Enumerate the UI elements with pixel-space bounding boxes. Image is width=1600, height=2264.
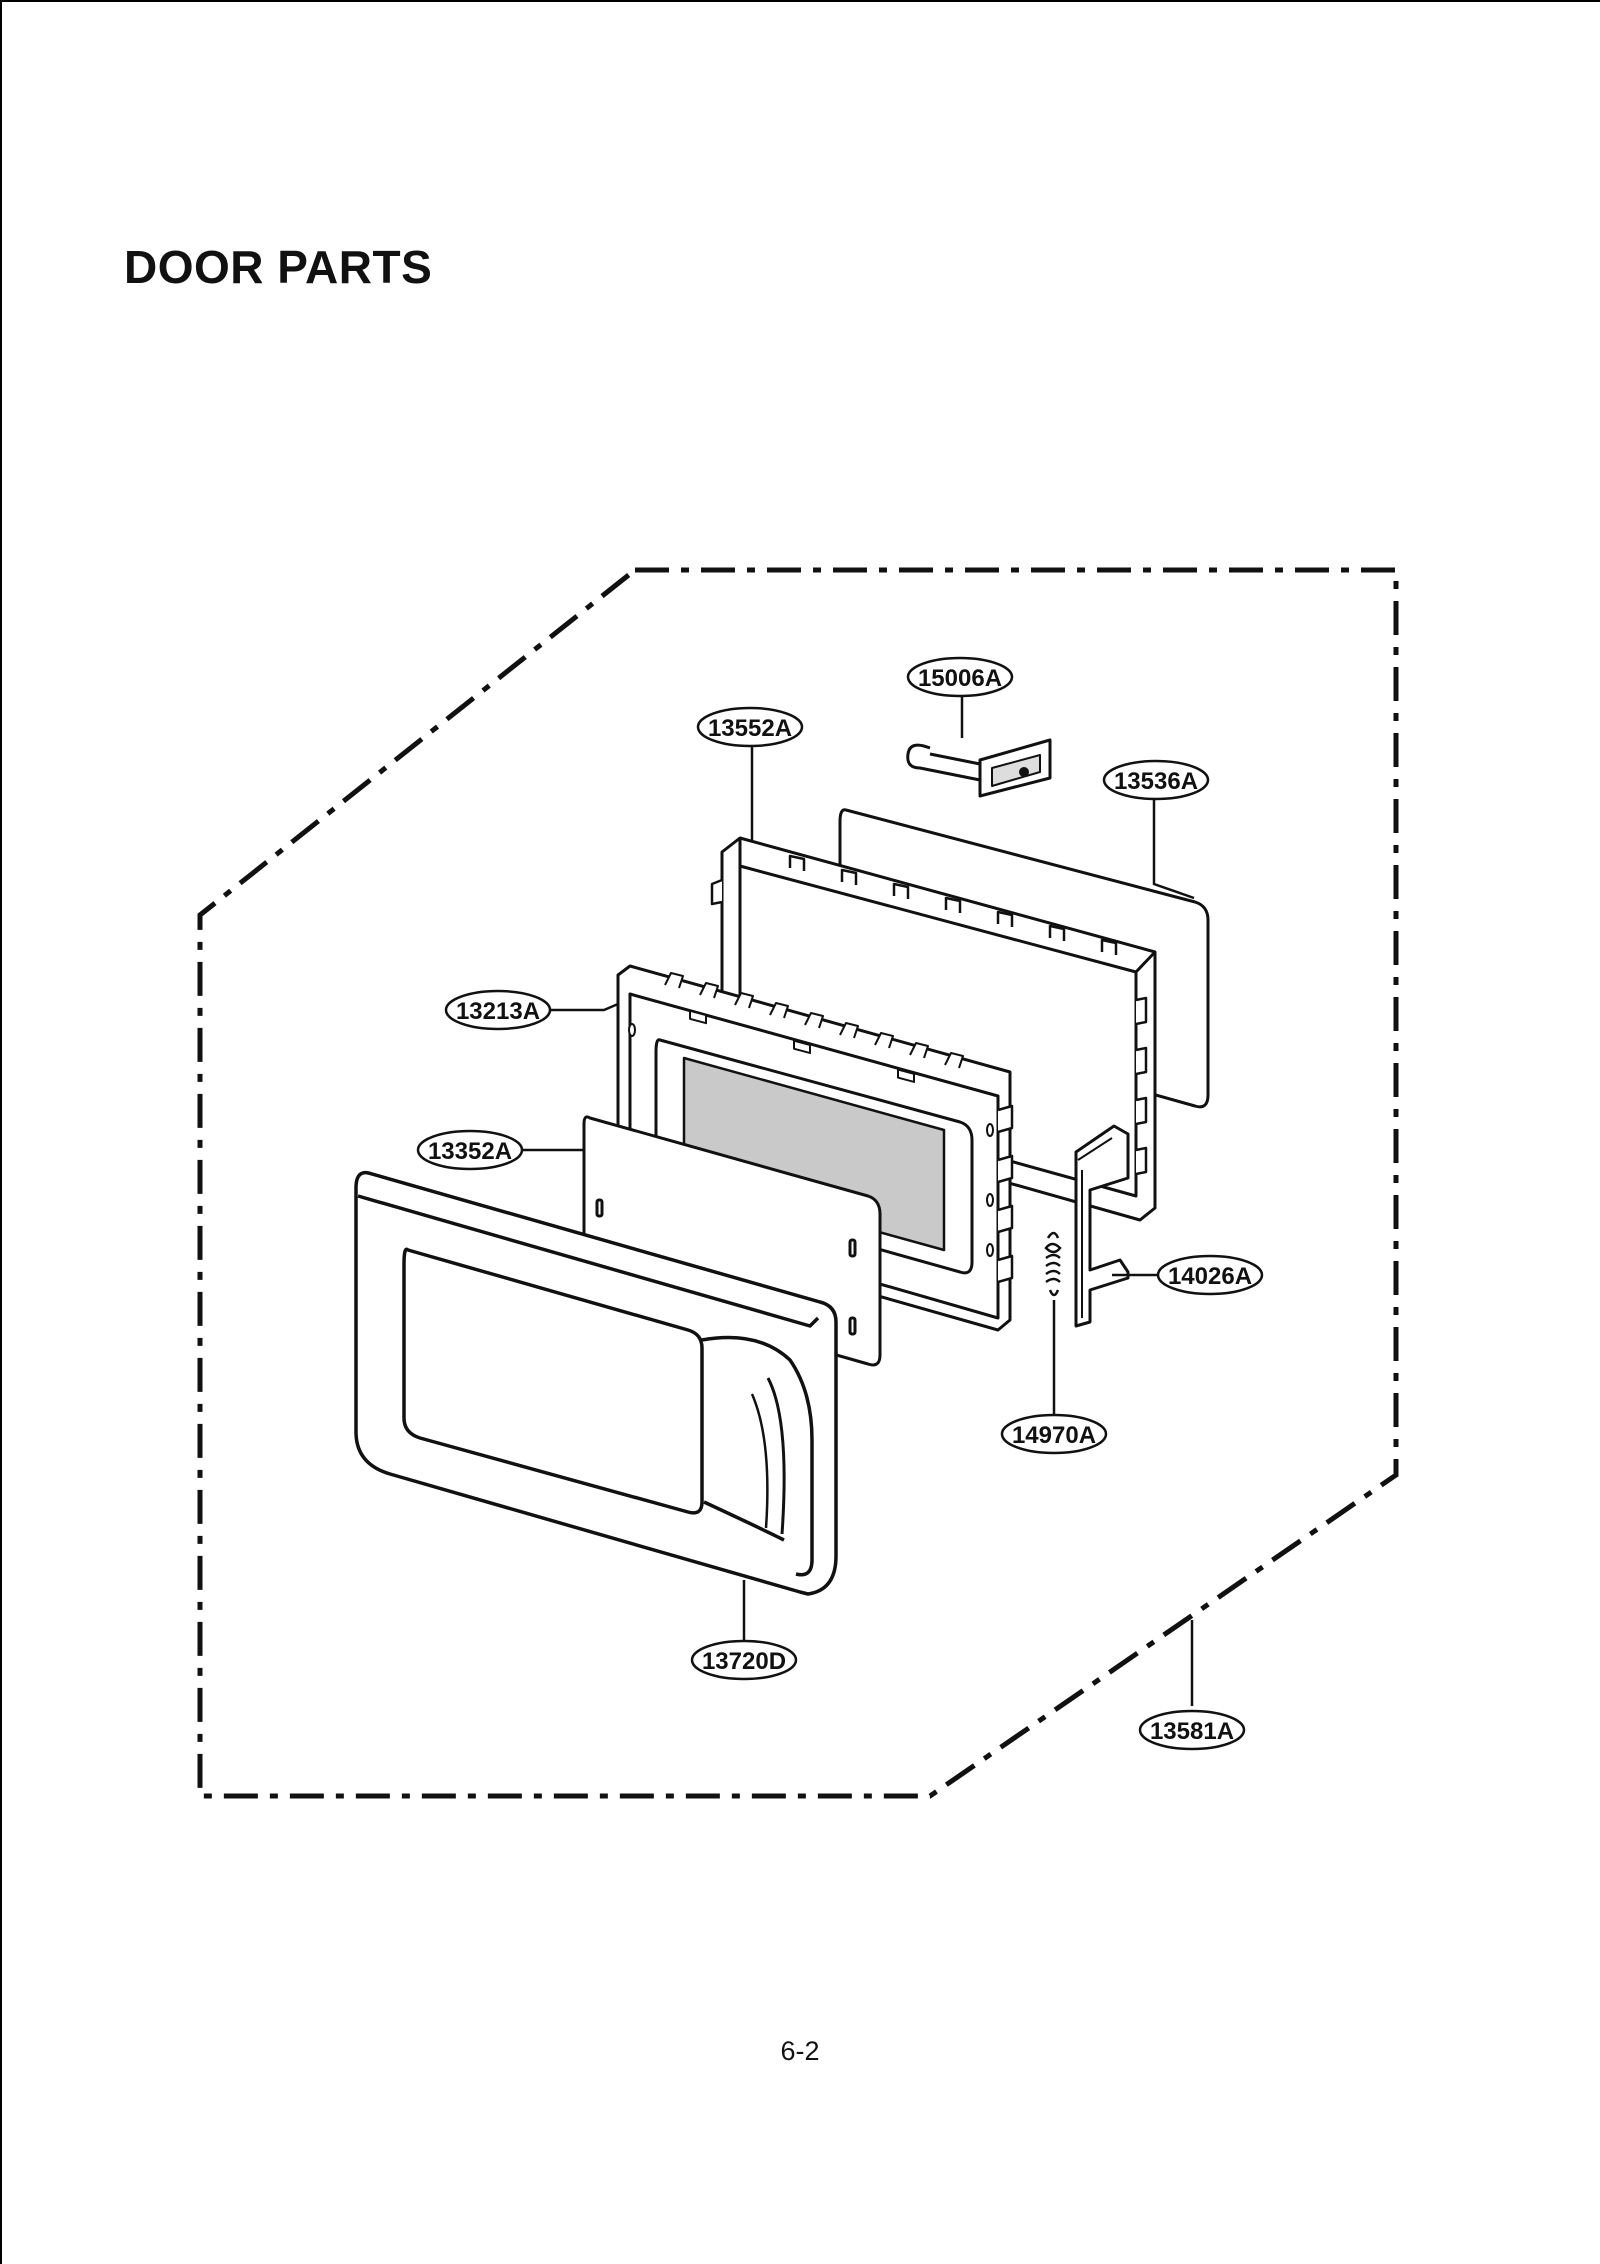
page-title: DOOR PARTS	[124, 241, 433, 293]
callout-label: 14970A	[1012, 1422, 1096, 1449]
callout-13552A: 13552A	[696, 706, 804, 748]
callout-label: 13552A	[708, 715, 792, 742]
page-number: 6-2	[780, 2036, 820, 2066]
callout-label: 13581A	[1150, 1718, 1234, 1745]
latch-part	[1074, 1124, 1130, 1328]
callout-label: 15006A	[918, 665, 1002, 692]
callout-15006A: 15006A	[906, 656, 1014, 698]
callout-13352A: 13352A	[416, 1129, 524, 1171]
leader-lines	[522, 692, 1195, 1706]
choke-cover-part	[906, 738, 1052, 798]
callout-14026A: 14026A	[1156, 1254, 1264, 1296]
spring-part	[1044, 1231, 1062, 1297]
callout-label: 13720D	[702, 1648, 786, 1675]
door-front-part	[354, 1170, 838, 1596]
callout-13536A: 13536A	[1102, 759, 1210, 801]
callout-label: 13213A	[456, 998, 540, 1025]
callout-14970A: 14970A	[1000, 1413, 1108, 1455]
assembly-boundary	[197, 567, 1399, 1799]
callout-13581A: 13581A	[1138, 1709, 1246, 1751]
callout-label: 13352A	[428, 1138, 512, 1165]
callout-13213A: 13213A	[444, 989, 552, 1031]
callout-13720D: 13720D	[690, 1639, 798, 1681]
callout-label: 13536A	[1114, 768, 1198, 795]
callout-label: 14026A	[1168, 1263, 1252, 1290]
